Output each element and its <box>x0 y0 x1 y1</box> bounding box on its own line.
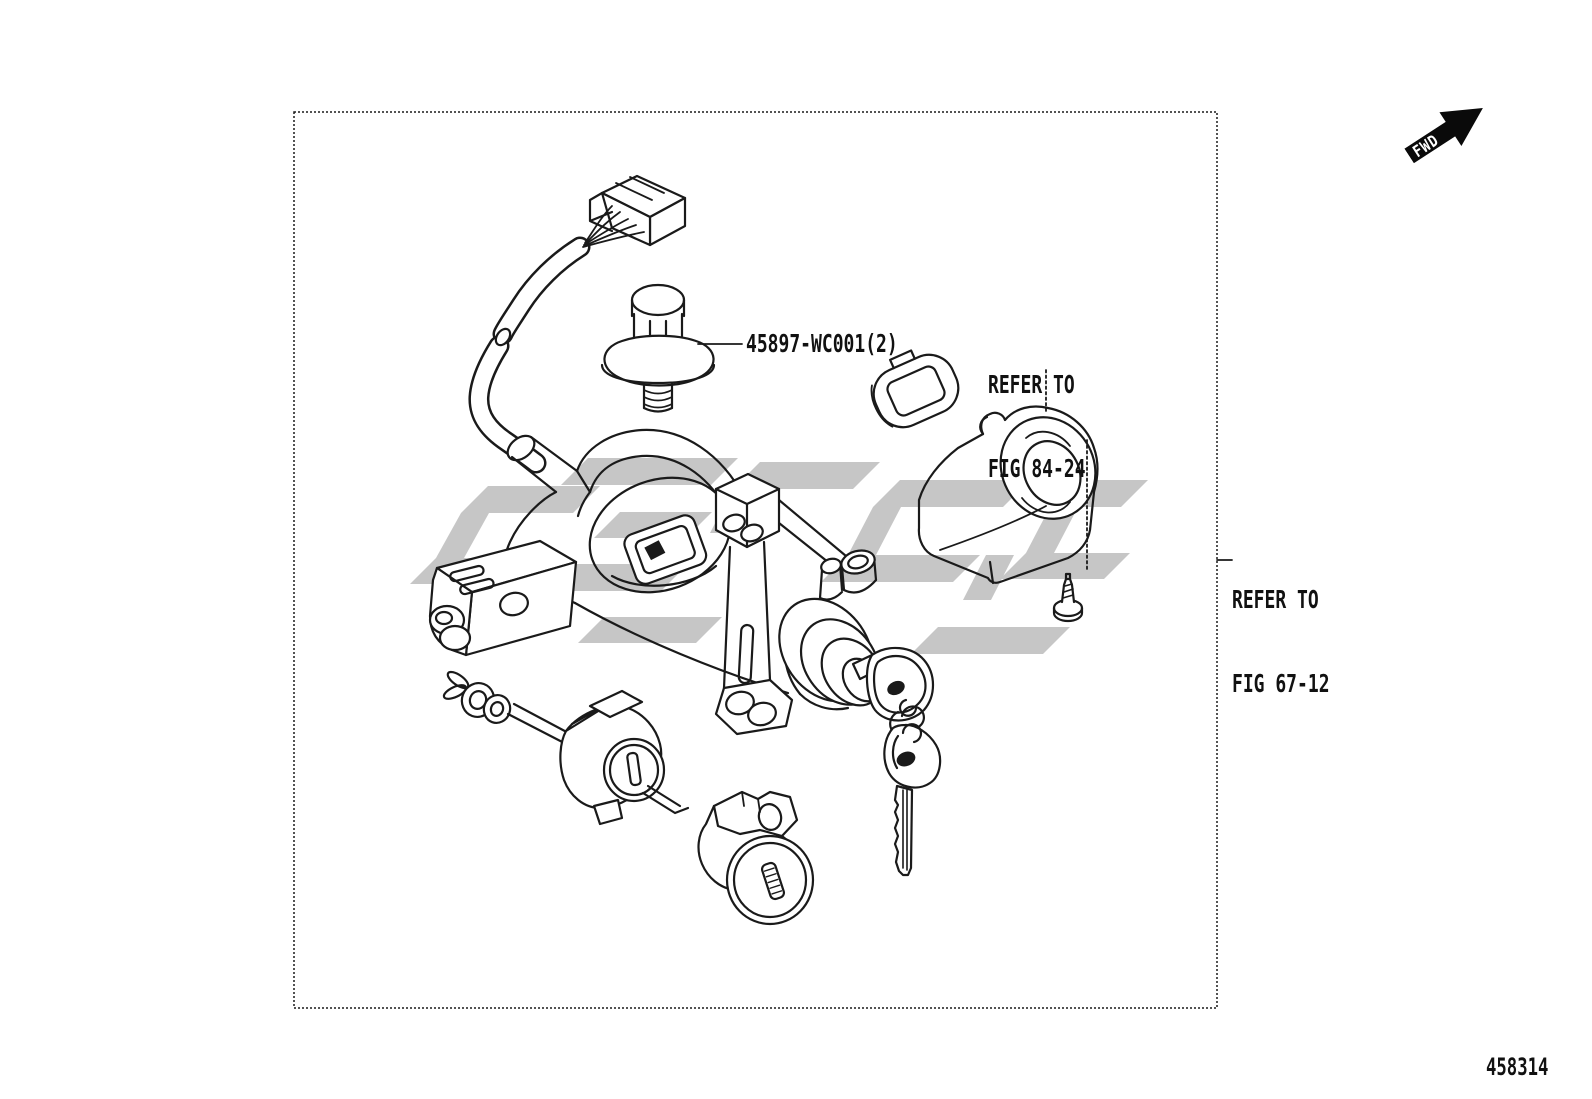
leader-lines <box>697 343 1233 571</box>
refer-fig-67-12-line2: FIG 67-12 <box>1232 669 1330 698</box>
back-door-lock-cylinder <box>697 790 815 926</box>
switch-terminal-posts <box>818 549 878 601</box>
steering-lock-bracket <box>428 539 578 657</box>
part-number-label: 45897-WC001(2) <box>746 329 898 358</box>
key-secondary <box>883 723 942 877</box>
clamp-hinge-block <box>714 472 781 549</box>
refer-fig-67-12-label: REFER TO FIG 67-12 <box>1232 530 1330 754</box>
refer-fig-84-24-line1: REFER TO <box>988 370 1075 399</box>
figure-code: 458314 <box>1486 1053 1549 1081</box>
refer-fig-67-12-line1: REFER TO <box>1232 585 1319 614</box>
wiring-connector <box>582 174 687 248</box>
tapping-screw-45897 <box>600 283 716 413</box>
lock-stirrup-bracket <box>714 540 794 736</box>
door-lock-cylinder <box>442 670 690 826</box>
figure-frame <box>293 111 1218 1009</box>
refer-fig-84-24-label: REFER TO FIG 84-24 <box>988 315 1086 539</box>
small-screw <box>1052 572 1084 623</box>
key-primary <box>865 646 935 722</box>
grommet-pad <box>870 349 960 429</box>
key-cylinder-cover <box>917 405 1099 585</box>
refer-fig-84-24-line2: FIG 84-24 <box>988 454 1086 483</box>
wire-harness <box>468 236 591 494</box>
